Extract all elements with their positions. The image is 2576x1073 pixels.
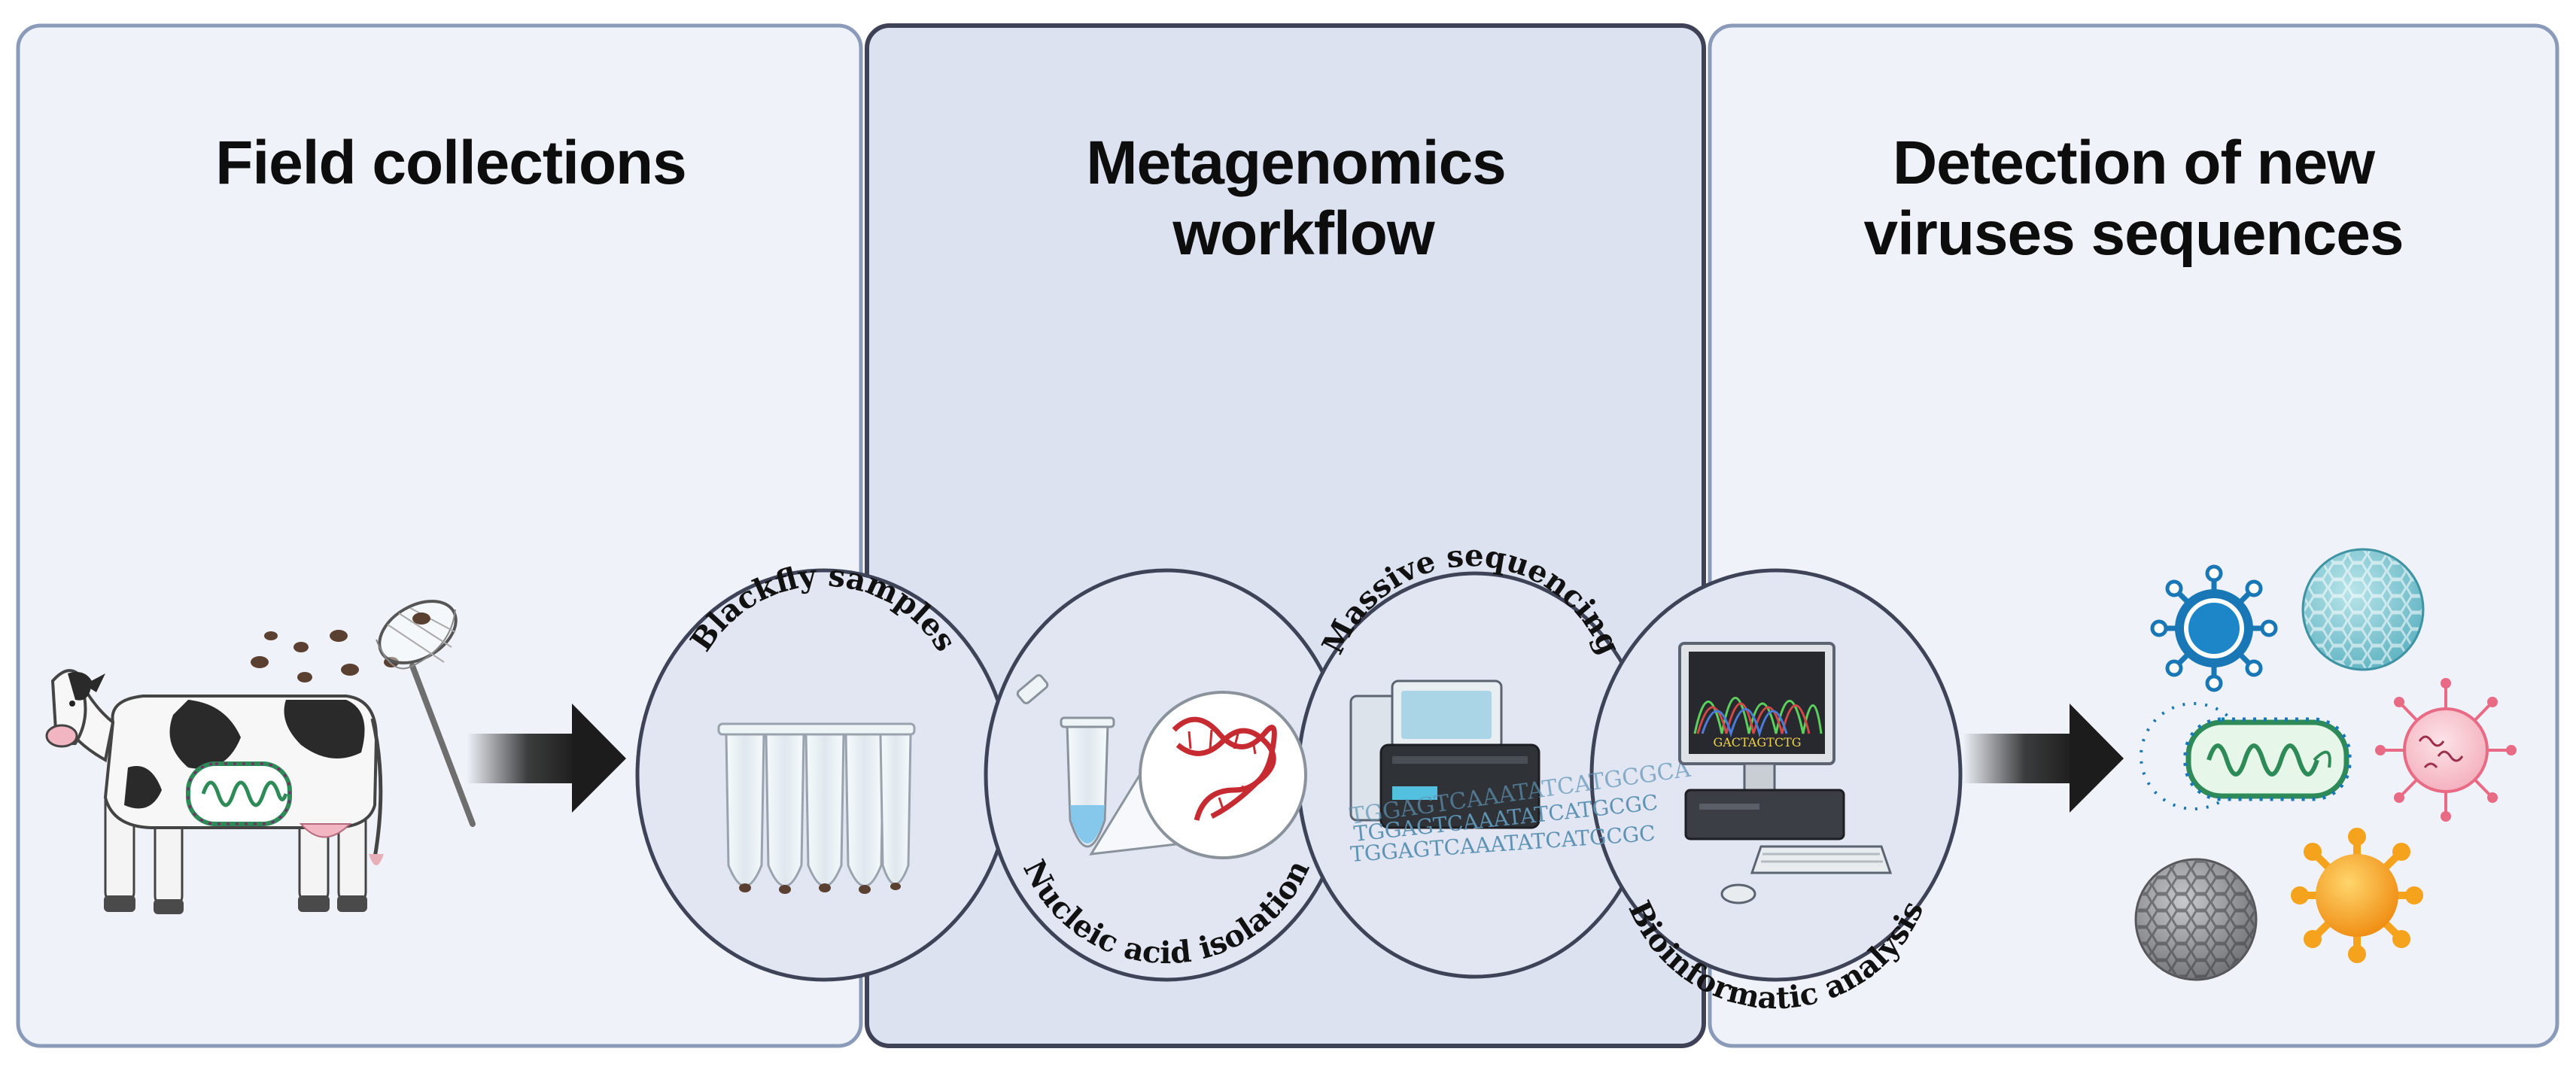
panel-title-line: viruses sequences bbox=[1863, 199, 2404, 268]
arrow-right-icon bbox=[1963, 704, 2124, 813]
panel-title-field-collections: Field collections bbox=[18, 128, 884, 199]
insect-net-icon bbox=[376, 600, 476, 827]
panel-title-metagenomics: Metagenomics workflow bbox=[867, 128, 1725, 269]
arrow-right-icon bbox=[467, 704, 626, 813]
panel-title-line: Detection of new bbox=[1892, 129, 2375, 197]
sequencer-icon bbox=[1349, 679, 1540, 829]
blackfly-swarm-icon bbox=[251, 630, 399, 682]
cow-icon bbox=[45, 669, 384, 914]
panel-title-detection: Detection of new viruses sequences bbox=[1710, 128, 2557, 269]
coronavirus-icon bbox=[2291, 828, 2423, 963]
screen-sequence-text: GACTAGTCTG bbox=[1713, 735, 1801, 749]
capsid-icon bbox=[2134, 858, 2258, 981]
panel-title-line: workflow bbox=[1172, 199, 1434, 268]
herpesvirus-icon bbox=[2140, 702, 2352, 810]
capsid-virus-in-cow-icon bbox=[186, 761, 292, 826]
capsid-icon bbox=[2301, 548, 2425, 671]
panel-title-line: Metagenomics bbox=[1086, 129, 1507, 197]
dna-helix-icon bbox=[1139, 691, 1307, 859]
computer-icon: GACTAGTCTG bbox=[1678, 642, 1893, 904]
sample-tubes-icon bbox=[717, 722, 916, 894]
panel-title-line: Field collections bbox=[215, 129, 686, 197]
microtube-icon bbox=[1016, 674, 1115, 848]
paramyxovirus-icon bbox=[2375, 678, 2517, 822]
adenovirus-icon bbox=[2150, 564, 2278, 692]
